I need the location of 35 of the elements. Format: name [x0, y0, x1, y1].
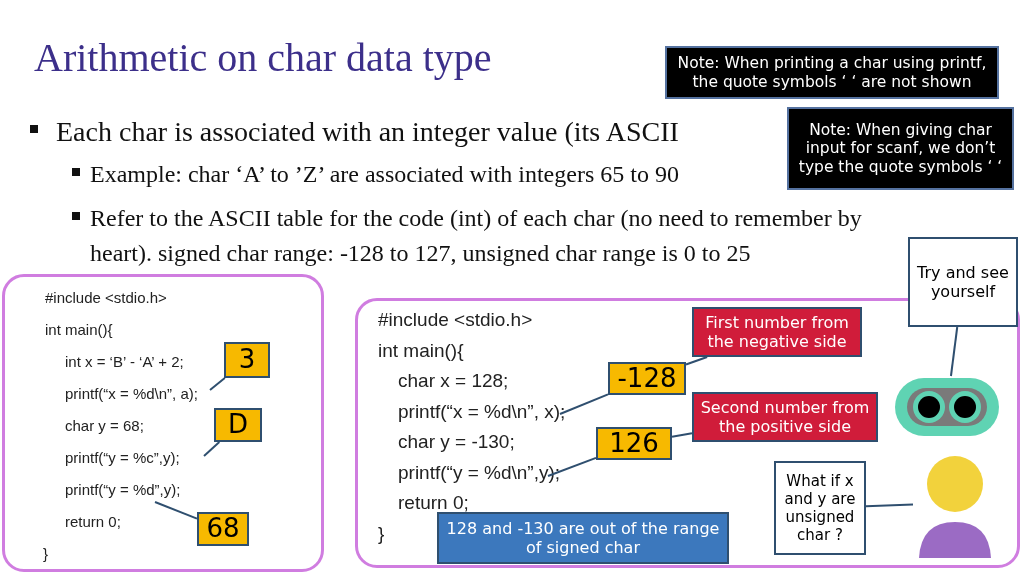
bullet-text: Each char is associated with an integer value (its ASCII [56, 115, 680, 149]
code-panel [355, 298, 1020, 568]
note-box: Note: When printing a char using printf, the quote symbols ‘ ‘ are not shown [665, 46, 999, 99]
code-line: printf(“y = %c”,y); [65, 449, 180, 466]
code-line: char y = -130; [398, 431, 515, 453]
code-line: return 0; [398, 492, 469, 514]
code-line: return 0; [65, 513, 121, 530]
code-line: #include <stdio.h> [378, 309, 533, 331]
code-line: } [43, 545, 48, 562]
info-box: 128 and -130 are out of the range of signed char [437, 512, 729, 564]
callout-box: Try and see yourself [908, 237, 1018, 327]
bullet-text: Refer to the ASCII table for the code (int) of each char (no need to remember by heart). signed char range: -128 to 127, unsigned char range is 0 to 25 [90, 204, 863, 268]
value-callout: 68 [197, 512, 249, 546]
bullet-text: Example: char ‘A’ to ’Z’ are associated with integers 65 to 90 [90, 160, 680, 189]
code-line: printf(“y = %d\n”,y); [398, 461, 561, 484]
code-line: printf(“y = %d”,y); [65, 481, 181, 498]
value-callout: 126 [596, 427, 672, 460]
callout-box: First number from the negative side [692, 307, 862, 357]
code-line: #include <stdio.h> [45, 289, 167, 306]
callout-box: What if x and y are unsigned char ? [774, 461, 866, 555]
value-callout: D [214, 408, 262, 442]
code-line: int main(){ [378, 339, 464, 362]
note-box: Note: When giving char input for scanf, we don’t type the quote symbols ‘ ‘ [787, 107, 1014, 190]
code-panel [2, 274, 324, 572]
code-line: printf(“x = %d\n”, x); [398, 400, 566, 423]
code-line: char y = 68; [65, 417, 144, 434]
code-line: int x = ‘B’ - ‘A’ + 2; [65, 353, 184, 370]
code-line: int main(){ [45, 321, 113, 338]
value-callout: -128 [608, 362, 686, 395]
slide-title: Arithmetic on char data type [34, 34, 492, 81]
code-line: printf(“x = %d\n”, a); [65, 385, 198, 402]
code-line: char x = 128; [398, 370, 509, 392]
callout-box: Second number from the positive side [692, 392, 878, 442]
code-line: } [378, 522, 385, 545]
value-callout: 3 [224, 342, 270, 378]
